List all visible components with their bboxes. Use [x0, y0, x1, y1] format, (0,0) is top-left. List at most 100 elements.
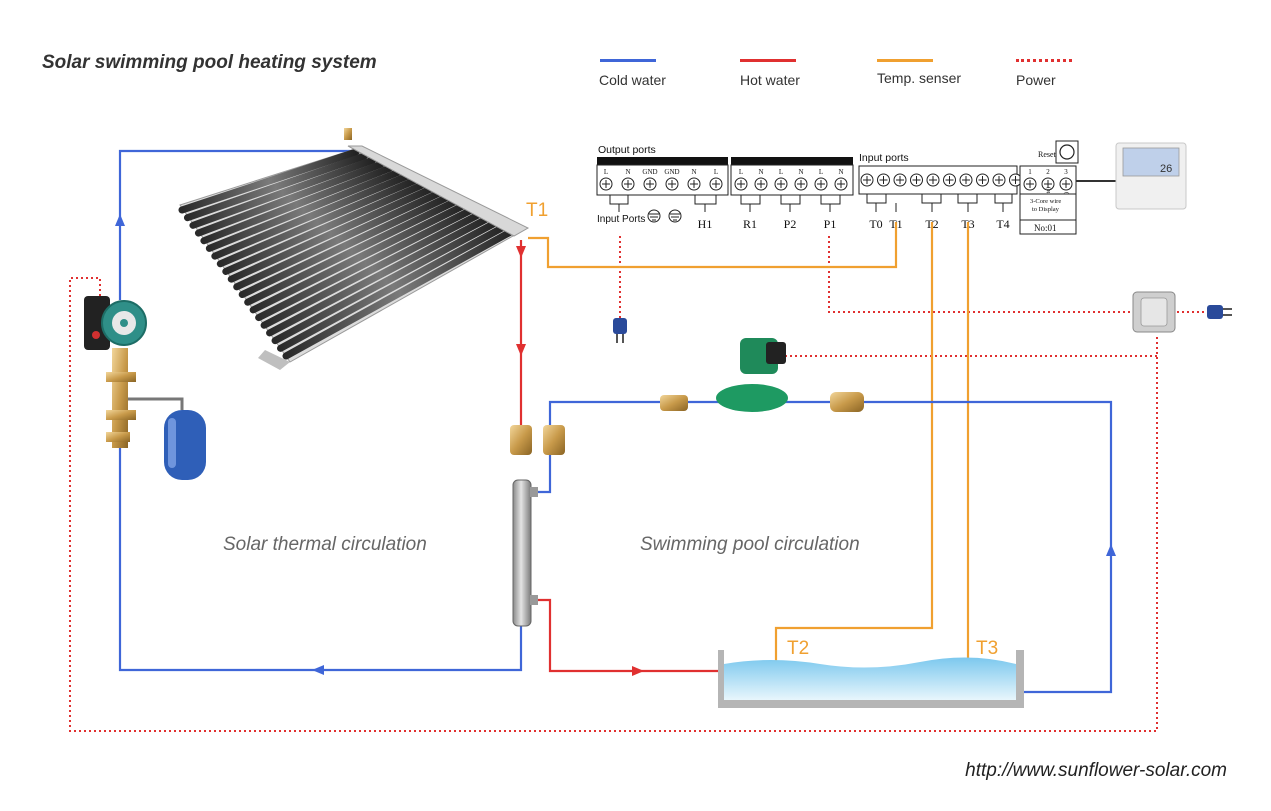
pool-hx-inlet: [536, 455, 552, 494]
check-valve: [660, 395, 688, 411]
pool-pump-group: [660, 338, 864, 412]
vacuum-tube: [255, 205, 476, 322]
output-terminal-label: N: [838, 168, 843, 176]
sensor-lines: [528, 222, 970, 672]
display-terminal-label: 1: [1028, 168, 1032, 176]
input-ports-block: [858, 165, 1018, 195]
sensor-line-t1: [528, 222, 898, 269]
circulation-pump-station: [84, 296, 206, 480]
output-terminal-label: L: [739, 168, 743, 176]
vacuum-tube: [249, 201, 468, 314]
legend-line-power: [1016, 59, 1072, 62]
vacuum-tube: [222, 181, 427, 275]
junction-box: [1132, 291, 1176, 333]
solar-supply-pipe: [118, 149, 356, 300]
output-terminal-label: L: [604, 168, 608, 176]
display-unit: [1115, 142, 1187, 210]
solar-collector: [178, 128, 530, 370]
vacuum-tube: [277, 222, 510, 352]
core-wire-text: 3-Core wire: [1030, 198, 1061, 205]
output-terminal-label: L: [714, 168, 718, 176]
reset-label: Reset: [1038, 150, 1057, 159]
pool-cold-loop: [536, 400, 1113, 694]
output-terminal-label: GND: [642, 168, 657, 176]
display-screen: [1122, 147, 1180, 177]
sensor-label-t1: T1: [526, 200, 549, 221]
to-display-text: to Display: [1032, 206, 1060, 213]
vacuum-tube: [233, 189, 443, 291]
output-group-label: P1: [824, 217, 837, 231]
legend-label-power: Power: [1016, 72, 1056, 88]
flow-arrow-solar-return: [312, 665, 324, 675]
output-group-label: R1: [743, 217, 757, 231]
legend-line-hot: [740, 59, 796, 62]
input-group-label: T3: [961, 217, 974, 231]
power-plug: [1207, 305, 1232, 319]
output-terminal-label: N: [691, 168, 696, 176]
input-plug: [613, 318, 627, 343]
display-terminal-label: 3: [1064, 168, 1068, 176]
output-ports-block-2: [730, 164, 854, 196]
vacuum-tube: [200, 164, 393, 245]
power-lines: [69, 236, 1207, 732]
pool-return-pipe: [548, 400, 1113, 694]
vacuum-tube: [282, 226, 518, 360]
flow-arrow-pool-hot: [632, 666, 644, 676]
power-line-circulation-pump: [69, 277, 1158, 732]
sensor-line-t2: [774, 222, 934, 672]
heat-exchanger: [512, 479, 538, 627]
vacuum-tube: [244, 197, 460, 306]
output-group-label: H1: [698, 217, 713, 231]
pool-pump: [716, 384, 788, 412]
input-ports-note: Input Ports: [597, 214, 645, 225]
vacuum-tube: [183, 152, 368, 222]
vacuum-tube: [178, 148, 360, 214]
legend-label-sensor: Temp. senser: [877, 70, 962, 86]
output-ports-block-1: [596, 164, 729, 196]
controller-number: No:01: [1034, 223, 1057, 233]
vacuum-tube: [266, 214, 493, 337]
display-terminal-label: 2: [1046, 168, 1050, 176]
output-terminal-label: N: [798, 168, 803, 176]
flow-arrow-pool-return: [1106, 544, 1116, 556]
vacuum-tube: [194, 160, 385, 237]
input-group-label: T1: [889, 217, 902, 231]
flow-arrow-hot-1: [516, 246, 526, 258]
display-value: 26: [1160, 163, 1172, 175]
flow-arrow-solar-supply: [115, 214, 125, 226]
output-ports-title: Output ports: [598, 144, 656, 156]
vacuum-tube: [238, 193, 451, 299]
output-terminal-label: N: [625, 168, 630, 176]
vacuum-tube: [227, 185, 435, 283]
pool-hot-pipe: [538, 598, 718, 673]
output-group-label: P2: [784, 217, 797, 231]
output-terminal-label: N: [758, 168, 763, 176]
input-ports-title: Input ports: [859, 152, 909, 164]
diagram-title: Solar swimming pool heating system: [42, 52, 377, 73]
legend-label-hot: Hot water: [740, 72, 800, 88]
vacuum-tube: [216, 177, 418, 268]
pool-water: [724, 657, 1016, 700]
power-line-controller-p1: [828, 236, 1131, 313]
input-group-label: T0: [869, 217, 882, 231]
air-vent: [344, 128, 352, 140]
sensor-label-t3: T3: [976, 638, 999, 659]
legend-label-cold: Cold water: [599, 72, 666, 88]
flow-arrow-hot-2: [516, 344, 526, 356]
vacuum-tube: [205, 169, 402, 252]
pool-strainer: [830, 392, 864, 412]
input-group-label: T2: [925, 217, 938, 231]
input-group-label: T4: [996, 217, 1009, 231]
output-terminal-label: GND: [664, 168, 679, 176]
legend-line-sensor: [877, 59, 933, 62]
sensor-label-t2: T2: [787, 638, 810, 659]
website-url[interactable]: http://www.sunflower-solar.com: [965, 760, 1227, 781]
strainer-solar: [510, 425, 532, 455]
vacuum-tube: [271, 218, 501, 345]
strainer-pool: [543, 425, 565, 455]
output-terminal-label: L: [779, 168, 783, 176]
vacuum-tube: [211, 173, 410, 260]
